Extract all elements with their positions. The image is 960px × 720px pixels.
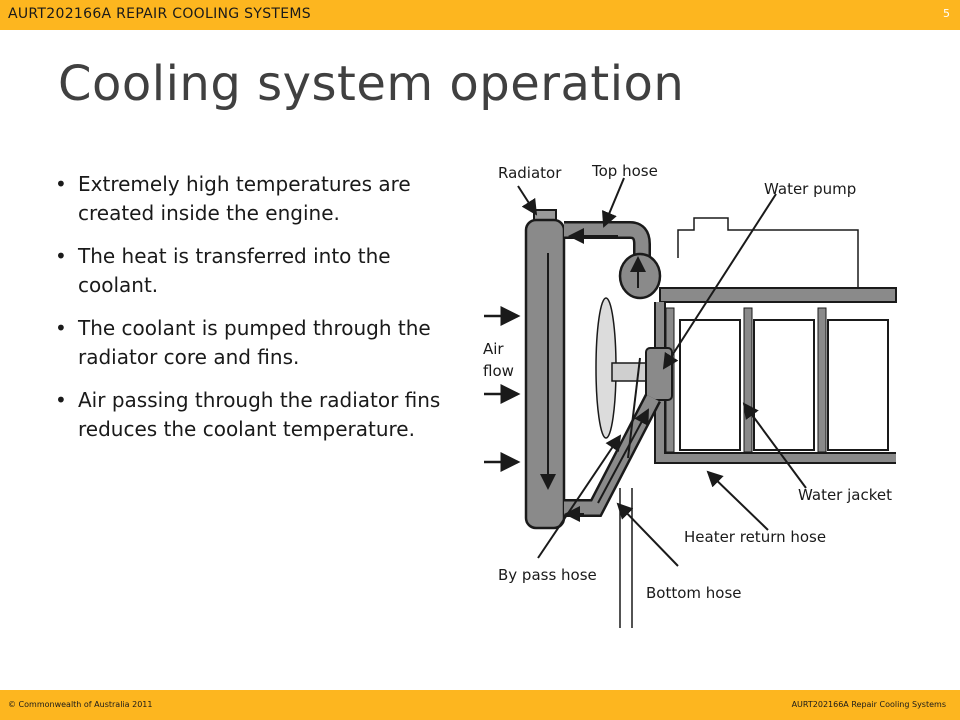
copyright-text: © Commonwealth of Australia 2011 bbox=[8, 700, 153, 709]
cooling-system-diagram: Radiator Top hose Water pump Air flow Wa… bbox=[483, 162, 897, 628]
callout-lines bbox=[517, 177, 807, 567]
bullet-text: The coolant is pumped through the radiat… bbox=[78, 316, 431, 369]
footer-bar: © Commonwealth of Australia 2011 AURT202… bbox=[0, 690, 960, 720]
top-hose-shape bbox=[564, 221, 651, 283]
label-flow: flow bbox=[483, 362, 514, 380]
header-bar: AURT202166A REPAIR COOLING SYSTEMS 5 bbox=[0, 0, 960, 30]
engine-block-shape bbox=[654, 217, 897, 464]
bullet-item: • Extremely high temperatures are created… bbox=[52, 170, 452, 228]
bullet-item: • The heat is transferred into the coolan… bbox=[52, 242, 452, 300]
footer-course-title: AURT202166A Repair Cooling Systems bbox=[791, 700, 946, 709]
radiator-shape bbox=[524, 209, 566, 530]
label-air: Air bbox=[483, 340, 504, 358]
bullet-text: Extremely high temperatures are created … bbox=[78, 172, 411, 225]
label-bottom-hose: Bottom hose bbox=[646, 584, 742, 602]
label-water-pump: Water pump bbox=[764, 180, 856, 198]
page-number: 5 bbox=[943, 7, 950, 20]
water-pump-shape bbox=[645, 347, 673, 401]
bullet-icon: • bbox=[55, 388, 67, 412]
fan-shape bbox=[595, 297, 647, 439]
bullet-icon: • bbox=[55, 316, 67, 340]
bullet-item: • Air passing through the radiator fins r… bbox=[52, 386, 452, 444]
thermostat-housing-shape bbox=[618, 252, 662, 300]
bullet-icon: • bbox=[55, 172, 67, 196]
label-top-hose: Top hose bbox=[591, 162, 658, 180]
bullet-list: • Extremely high temperatures are created… bbox=[52, 170, 452, 458]
bullet-item: • The coolant is pumped through the radia… bbox=[52, 314, 452, 372]
bottom-hose-shape bbox=[564, 357, 661, 522]
air-flow-arrows bbox=[484, 306, 521, 472]
course-title: AURT202166A REPAIR COOLING SYSTEMS bbox=[8, 6, 311, 22]
label-water-jacket: Water jacket bbox=[798, 486, 892, 504]
label-radiator: Radiator bbox=[498, 164, 562, 182]
label-by-pass-hose: By pass hose bbox=[498, 566, 597, 584]
bullet-text: Air passing through the radiator fins re… bbox=[78, 388, 441, 441]
label-heater-return-hose: Heater return hose bbox=[684, 528, 826, 546]
bullet-text: The heat is transferred into the coolant… bbox=[78, 244, 391, 297]
slide-title: Cooling system operation bbox=[58, 56, 685, 112]
bullet-icon: • bbox=[55, 244, 67, 268]
